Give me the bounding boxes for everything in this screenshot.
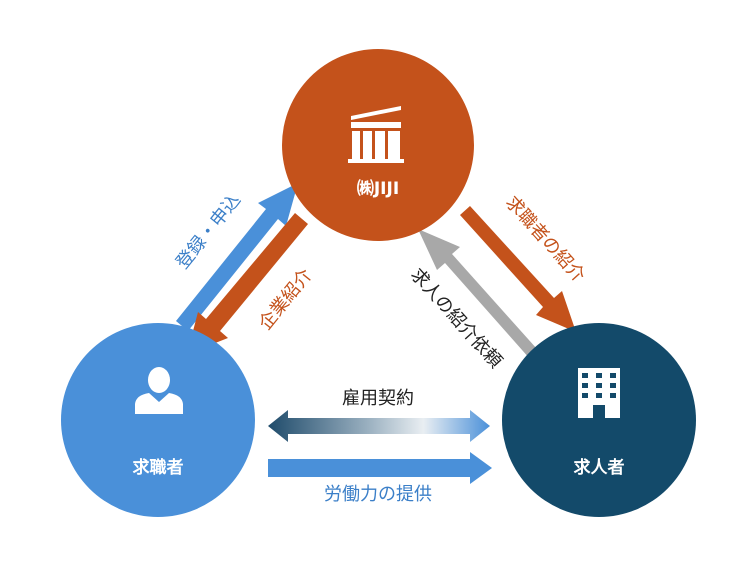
job-request-label: 求人の紹介依頼 bbox=[406, 264, 506, 372]
company-label: ㈱JIJI bbox=[357, 178, 399, 199]
job-seeker-label: 求職者 bbox=[133, 457, 184, 478]
employer-label: 求人者 bbox=[574, 457, 625, 478]
person-icon bbox=[135, 367, 183, 414]
registration-arrow bbox=[176, 183, 298, 331]
employment-contract-label: 雇用契約 bbox=[342, 388, 414, 409]
labor-provision-arrow bbox=[268, 452, 492, 484]
employer-node: 求人者 bbox=[502, 323, 696, 517]
job-seeker-node: 求職者 bbox=[61, 323, 255, 517]
job-request-arrow bbox=[418, 229, 537, 359]
company-node: ㈱JIJI bbox=[282, 49, 474, 241]
building-columns-icon bbox=[348, 106, 404, 163]
company-introduction-arrow bbox=[187, 213, 308, 354]
office-building-icon bbox=[578, 368, 620, 418]
employment-contract-arrow bbox=[268, 410, 490, 442]
labor-provision-label: 労働力の提供 bbox=[324, 484, 432, 505]
seeker-introduction-arrow bbox=[460, 206, 576, 332]
